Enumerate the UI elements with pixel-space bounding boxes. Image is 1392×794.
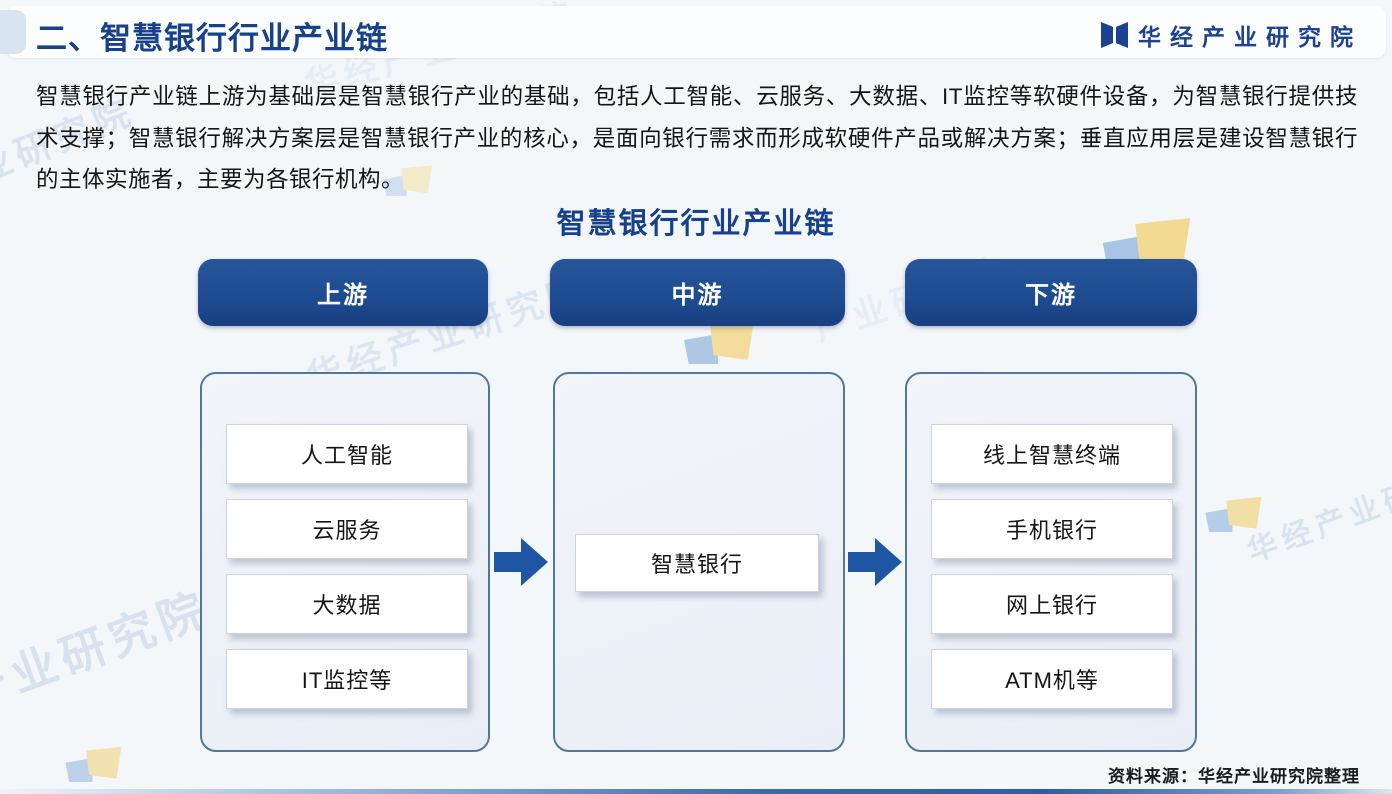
arrow-right-icon xyxy=(848,538,902,586)
stage-pill-upstream: 上游 xyxy=(198,259,488,326)
chain-item: 智慧银行 xyxy=(575,534,819,592)
column-upstream: 人工智能 云服务 大数据 IT监控等 xyxy=(200,372,490,752)
bottom-decoration-bar xyxy=(0,789,1392,794)
watermark-logo xyxy=(684,320,758,368)
brand-logo-icon xyxy=(1101,22,1128,49)
stage-pill-downstream: 下游 xyxy=(905,259,1197,326)
chain-item: 线上智慧终端 xyxy=(931,424,1173,484)
chain-item: 人工智能 xyxy=(226,424,468,484)
arrow-right-icon xyxy=(494,538,548,586)
chain-item: 云服务 xyxy=(226,499,468,559)
chain-item: 大数据 xyxy=(226,574,468,634)
watermark-logo xyxy=(65,746,124,785)
chain-item: 网上银行 xyxy=(931,574,1173,634)
page-title: 二、智慧银行行业产业链 xyxy=(36,21,388,56)
diagram-title: 智慧银行行业产业链 xyxy=(556,208,836,240)
header-accent-bar xyxy=(0,10,26,54)
chain-item: 手机银行 xyxy=(931,499,1173,559)
watermark-text: 华经产业研究院 xyxy=(1243,451,1392,569)
column-downstream: 线上智慧终端 手机银行 网上银行 ATM机等 xyxy=(905,372,1197,752)
chain-item: ATM机等 xyxy=(931,649,1173,709)
column-midstream: 智慧银行 xyxy=(553,372,845,752)
intro-paragraph: 智慧银行产业链上游为基础层是智慧银行产业的基础，包括人工智能、云服务、大数据、I… xyxy=(36,84,1358,192)
brand-name: 华经产业研究院 xyxy=(1138,24,1362,50)
source-note: 资料来源：华经产业研究院整理 xyxy=(1108,767,1360,786)
chain-item: IT监控等 xyxy=(226,649,468,709)
header-band xyxy=(6,6,1386,58)
watermark-logo xyxy=(1205,496,1264,535)
watermark-text: 产业研究院 xyxy=(0,581,218,720)
stage-pill-midstream: 中游 xyxy=(550,259,845,326)
brand-logo: 华经产业研究院 xyxy=(1101,18,1362,52)
